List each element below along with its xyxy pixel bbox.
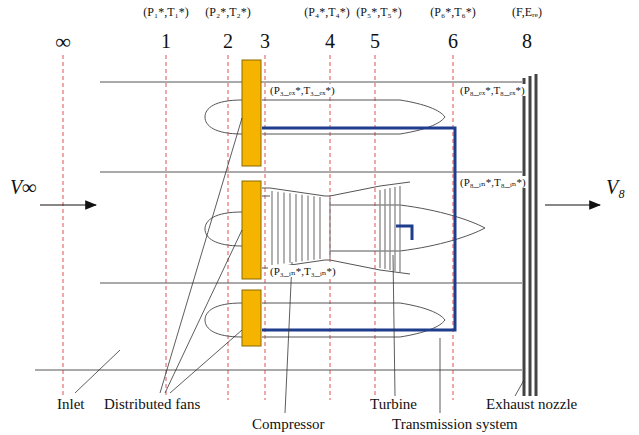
transmission-shafts xyxy=(262,128,455,330)
station-number: 6 xyxy=(448,30,458,52)
velocity-label: V₈ xyxy=(606,176,625,198)
part-label: Inlet xyxy=(55,396,87,413)
fan-blocks xyxy=(242,60,261,346)
station-number: 8 xyxy=(522,30,532,52)
station-parameters: (P₂*,T₂*) xyxy=(205,6,250,19)
leader-lines xyxy=(75,118,524,413)
station-number: 3 xyxy=(260,30,270,52)
station-parameters: (P₄*,T₄*) xyxy=(304,6,349,19)
station-symbol: ∞ xyxy=(55,30,71,54)
flow-parameters: (P₈_ᵢₙ*,T₈_ᵢₙ*) xyxy=(458,176,528,188)
part-label: Turbine xyxy=(368,396,419,413)
duct-walls xyxy=(35,82,522,370)
velocity-label: V∞ xyxy=(10,176,36,198)
station-number: 2 xyxy=(223,30,233,52)
inflow-arrow xyxy=(40,204,96,205)
station-number: 1 xyxy=(161,30,171,52)
outflow-arrow xyxy=(545,204,600,205)
part-label: Exhaust nozzle xyxy=(484,396,579,413)
part-label: Distributed fans xyxy=(102,396,202,413)
station-parameters: (P₅*,T₅*) xyxy=(356,6,401,19)
blade-rows xyxy=(272,186,400,272)
flow-parameters: (P₃_ᵢₙ*,T₃_ᵢₙ*) xyxy=(268,265,338,277)
flow-parameters: (P₈_ₑₓ*,T₈_ₑₓ*) xyxy=(458,84,527,96)
part-label: Transmission system xyxy=(390,416,520,433)
station-parameters: (P₁*,T₁*) xyxy=(143,6,188,19)
station-lines xyxy=(63,55,453,400)
station-parameters: (P₆*,T₆*) xyxy=(430,6,475,19)
station-number: 4 xyxy=(325,30,335,52)
part-label: Compressor xyxy=(250,416,327,433)
station-number: 5 xyxy=(370,30,380,52)
flow-parameters: (P₃_ₑₓ*,T₃_ₑₓ*) xyxy=(268,84,337,96)
exhaust-nozzle xyxy=(524,74,536,404)
station-parameters: (F,Eᵣₑ) xyxy=(512,6,542,19)
